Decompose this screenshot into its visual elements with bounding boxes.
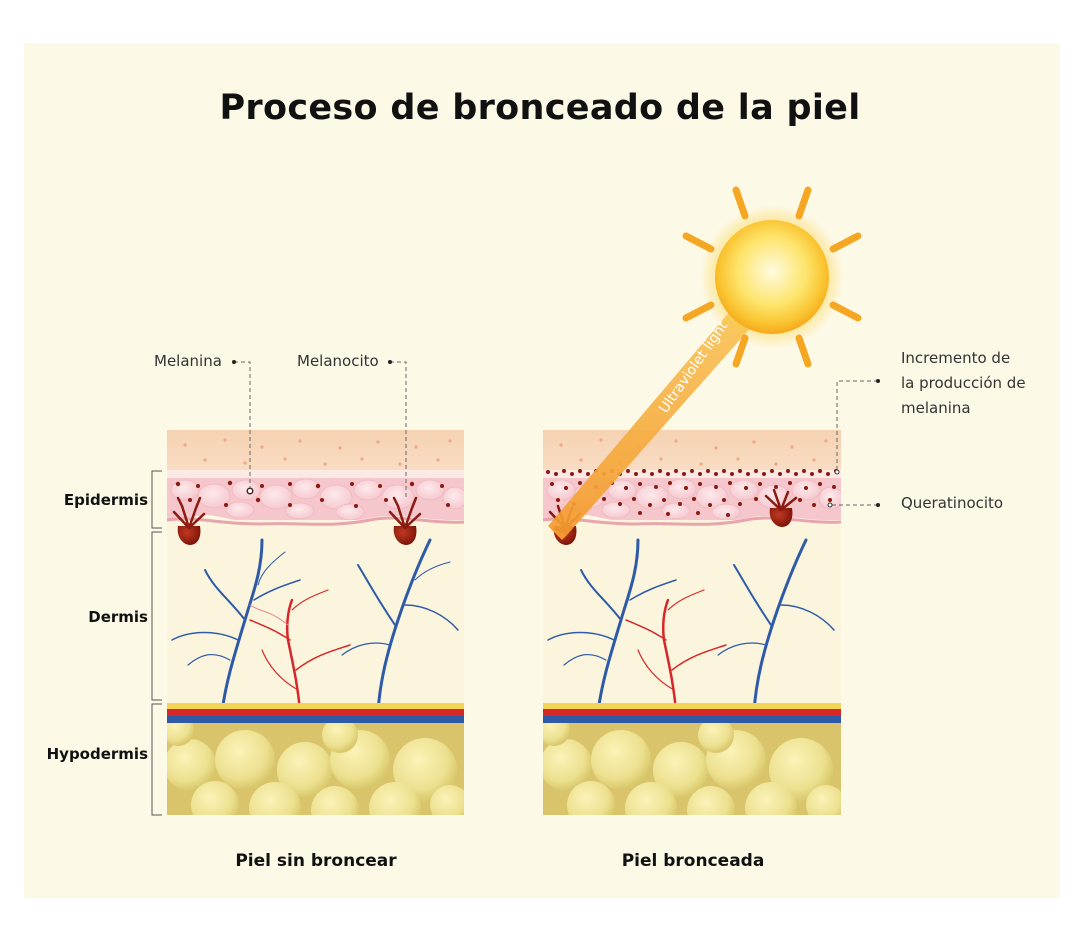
stratum-corneum — [167, 430, 464, 470]
untanned-skin-block — [162, 430, 470, 834]
layer-label-epidermis: Epidermis — [8, 491, 148, 509]
layer-label-hypodermis: Hypodermis — [8, 745, 148, 763]
uv-light-label: Ultraviolet light — [656, 318, 731, 416]
label-increment: Incremento de la producción de melanina — [901, 346, 1026, 421]
label-melanocito: Melanocito — [297, 352, 379, 370]
caption-tanned-skin: Piel bronceada — [543, 851, 843, 871]
label-increment-line2: la producción de — [901, 371, 1026, 396]
caption-untanned-skin: Piel sin broncear — [166, 851, 466, 871]
label-increment-line3: melanina — [901, 396, 1026, 421]
dermis-layer — [167, 520, 464, 720]
layer-label-dermis: Dermis — [8, 608, 148, 626]
label-queratinocito: Queratinocito — [901, 494, 1003, 512]
layer-brackets — [152, 471, 162, 815]
label-increment-line1: Incremento de — [901, 346, 1026, 371]
dermis-layer — [543, 520, 841, 720]
stratum-corneum — [543, 430, 841, 470]
label-melanina: Melanina — [154, 352, 222, 370]
